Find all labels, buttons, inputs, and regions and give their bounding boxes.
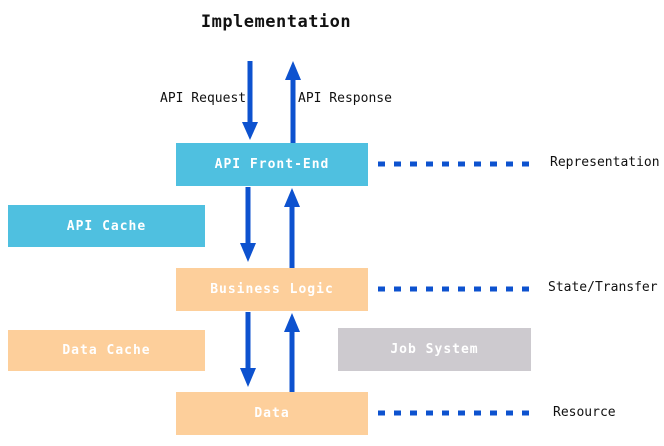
box-data-cache: Data Cache	[8, 330, 205, 371]
layer-label-representation: Representation	[550, 155, 660, 170]
box-data-cache-label: Data Cache	[62, 343, 151, 358]
box-api-cache-label: API Cache	[66, 218, 147, 234]
box-job-system: Job System	[338, 328, 531, 371]
box-api-front-end: API Front-End	[176, 143, 368, 186]
box-business-logic-label: Business Logic	[210, 282, 334, 297]
logic-to-data-arrow	[240, 312, 256, 387]
frontend-to-logic-arrow	[240, 187, 256, 262]
api-response-label: API Response	[298, 91, 392, 106]
diagram-title: Implementation	[200, 12, 352, 32]
box-data: Data	[176, 392, 368, 435]
layer-label-state-transfer: State/Transfer	[548, 280, 658, 295]
box-api-cache: API Cache	[8, 205, 205, 247]
box-api-front-end-label: API Front-End	[214, 157, 330, 172]
api-request-label: API Request	[160, 91, 247, 106]
box-job-system-label: Job System	[390, 342, 479, 357]
logic-to-frontend-arrow	[284, 188, 300, 268]
layer-label-resource: Resource	[553, 405, 616, 420]
box-business-logic: Business Logic	[176, 268, 368, 311]
data-to-logic-arrow	[284, 313, 300, 392]
box-data-label: Data	[254, 406, 290, 421]
